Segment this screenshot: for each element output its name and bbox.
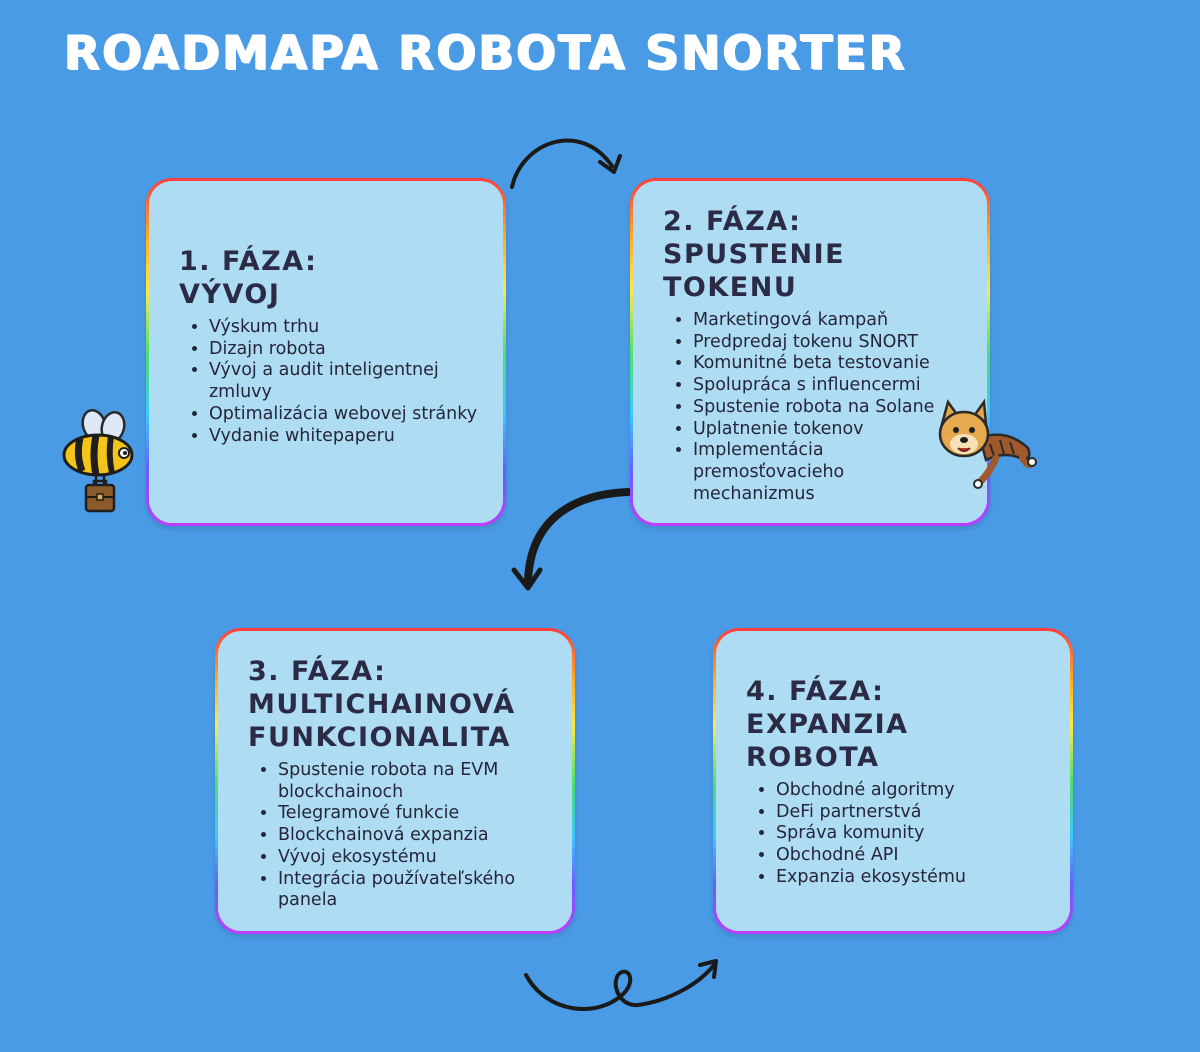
list-item: Obchodné API: [776, 845, 1050, 867]
page-title: ROADMAPA ROBOTA SNORTER: [64, 26, 907, 81]
phase-2-heading: 2. FÁZA: SPUSTENIE TOKENU: [663, 206, 846, 303]
list-item: Spustenie robota na Solane: [693, 397, 967, 419]
phase-1-card: 1. FÁZA: VÝVOJ Výskum trhu Dizajn robota…: [146, 178, 506, 526]
list-item: Správa komunity: [776, 823, 1050, 845]
list-item: Marketingová kampaň: [693, 310, 967, 332]
list-item: Spolupráca s influencermi: [693, 375, 967, 397]
list-item: Obchodné algoritmy: [776, 780, 1050, 802]
list-item: Predpredaj tokenu SNORT: [693, 332, 967, 354]
list-item: Optimalizácia webovej stránky: [209, 404, 483, 426]
list-item: Uplatnenie tokenov: [693, 419, 967, 441]
phase-4-list: Obchodné algoritmy DeFi partnerstvá Sprá…: [746, 780, 1050, 889]
phase-4-heading: 4. FÁZA: EXPANZIA ROBOTA: [746, 676, 909, 773]
list-item: Vývoj a audit inteligentnej zmluvy: [209, 360, 483, 403]
list-item: Implementácia premosťovacieho mechanizmu…: [693, 440, 967, 505]
list-item: Dizajn robota: [209, 339, 483, 361]
bee-mascot-icon: [62, 408, 134, 513]
phase-1-list: Výskum trhu Dizajn robota Vývoj a audit …: [179, 317, 483, 447]
phase-3-list: Spustenie robota na EVM blockchainoch Te…: [248, 760, 562, 912]
arrow-phase2-to-phase3-icon: [511, 488, 632, 591]
phase-1-heading: 1. FÁZA: VÝVOJ: [179, 246, 318, 310]
list-item: Blockchainová expanzia: [278, 825, 562, 847]
phase-4-card: 4. FÁZA: EXPANZIA ROBOTA Obchodné algori…: [713, 628, 1073, 934]
arrow-phase1-to-phase2-icon: [510, 138, 622, 189]
phase-2-card: 2. FÁZA: SPUSTENIE TOKENU Marketingová k…: [630, 178, 990, 526]
phase-3-heading: 3. FÁZA: MULTICHAINOVÁ FUNKCIONALITA: [248, 656, 516, 753]
list-item: DeFi partnerstvá: [776, 802, 1050, 824]
list-item: Výskum trhu: [209, 317, 483, 339]
list-item: Vývoj ekosystému: [278, 847, 562, 869]
list-item: Integrácia používateľského panela: [278, 869, 562, 912]
list-item: Vydanie whitepaperu: [209, 426, 483, 448]
phase-3-card: 3. FÁZA: MULTICHAINOVÁ FUNKCIONALITA Spu…: [215, 628, 575, 934]
dog-mascot-icon: [938, 398, 1037, 489]
phase-2-list: Marketingová kampaň Predpredaj tokenu SN…: [663, 310, 967, 505]
list-item: Spustenie robota na EVM blockchainoch: [278, 760, 562, 803]
list-item: Telegramové funkcie: [278, 803, 562, 825]
list-item: Expanzia ekosystému: [776, 867, 1050, 889]
arrow-phase3-to-phase4-icon: [524, 959, 718, 1011]
list-item: Komunitné beta testovanie: [693, 353, 967, 375]
